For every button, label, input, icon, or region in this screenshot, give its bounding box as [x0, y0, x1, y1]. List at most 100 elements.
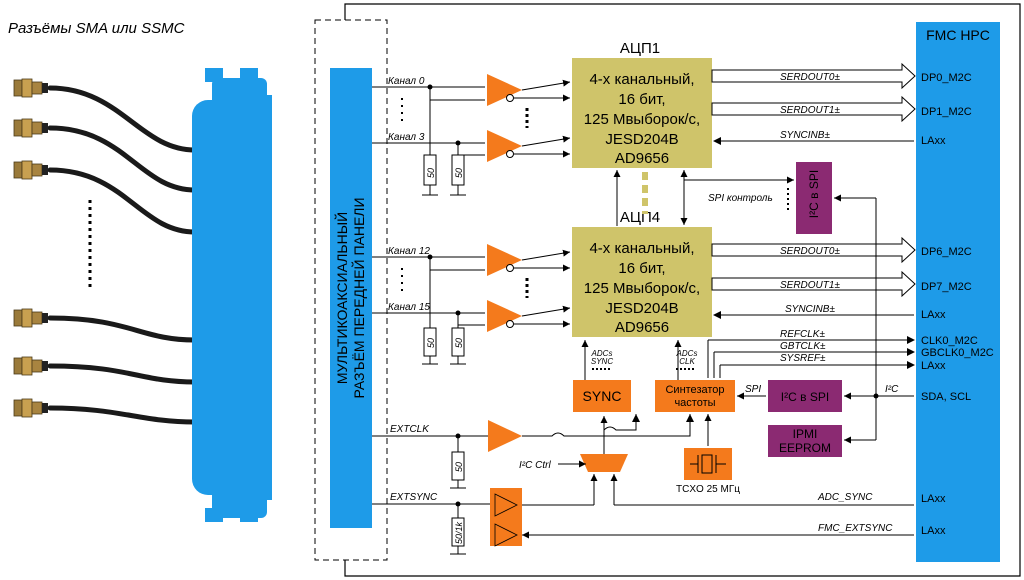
synth-label: Синтезатор	[665, 384, 724, 396]
adc1-line: 16 бит,	[618, 91, 665, 108]
i2c-to-spi-label: I²C в SPI	[781, 390, 829, 404]
signal-label: SERDOUT0±	[780, 72, 840, 83]
fmc-port: CLK0_M2C	[921, 335, 978, 347]
amplifier-icon	[487, 244, 522, 276]
resistor-value: 50	[454, 462, 464, 472]
signal-label: SYNCINB±	[780, 130, 830, 141]
channel-label: Канал 0	[388, 76, 425, 87]
spi-label: SPI	[745, 384, 761, 395]
front-panel-connector	[330, 68, 372, 528]
fmc-port: DP7_M2C	[921, 281, 972, 293]
channel-label: Канал 15	[388, 302, 430, 313]
i2c-ctrl-label: I²C Ctrl	[519, 460, 551, 471]
amplifier-icon	[487, 300, 522, 332]
adc4-line: 4-х канальный,	[589, 240, 694, 257]
amplifier-icon	[487, 130, 522, 162]
fmc-port: DP1_M2C	[921, 106, 972, 118]
resistor-value: 50/1k	[454, 521, 464, 544]
tcxo-label: TCXO 25 МГц	[676, 484, 740, 495]
ipmi-label: IPMI	[793, 427, 818, 441]
adc1-label: АЦП1	[620, 40, 660, 57]
mux-icon	[580, 454, 628, 472]
amplifier-icon	[487, 74, 522, 106]
adc4-line: JESD204B	[605, 300, 678, 317]
adc1-line: JESD204B	[605, 131, 678, 148]
sma-connector-icon	[13, 78, 49, 98]
front-panel-label-1: МУЛЬТИКОАКСИАЛЬНЫЙ	[333, 212, 350, 384]
signal-label: GBTCLK±	[780, 341, 826, 352]
serdes-arrows-adc4	[711, 236, 916, 298]
sma-connector-icon	[13, 356, 49, 376]
signal-label: SYNCINB±	[785, 304, 835, 315]
signal-label: SYSREF±	[780, 353, 826, 364]
sma-connector-icon	[13, 308, 49, 328]
sync-block	[573, 380, 631, 412]
extsync-label: EXTSYNC	[390, 492, 438, 503]
sma-connector-icon	[13, 118, 49, 138]
adc1-line: 125 Мвыборок/с,	[584, 111, 700, 128]
sma-connector-icon	[13, 160, 49, 180]
spi-control-label: SPI контроль	[708, 193, 773, 204]
extclk-wiring	[372, 414, 691, 489]
fmc-port: SDA, SCL	[921, 391, 971, 403]
fmc-port: LAxx	[921, 360, 946, 372]
spi-control-wiring	[613, 170, 877, 440]
signal-label: SERDOUT1±	[780, 105, 840, 116]
i2c-to-spi-block	[768, 380, 842, 412]
signal-label: SERDOUT1±	[780, 280, 840, 291]
fmc-port: LAxx	[921, 135, 946, 147]
adcs-clk-label: ADCs	[676, 349, 698, 358]
adcs-clk-label: CLK	[679, 357, 695, 366]
clock-lines	[707, 336, 915, 378]
i2c-to-spi-label: I²C в SPI	[807, 170, 821, 218]
fmc-title: FMC HPC	[926, 27, 990, 43]
junction-dot	[455, 140, 461, 146]
fmc-extsync-label: FMC_EXTSYNC	[818, 523, 893, 534]
title-text: Разъёмы SMA или SSMC	[8, 20, 185, 37]
adc4-label: АЦП4	[620, 209, 660, 226]
ipmi-label: EEPROM	[779, 441, 831, 455]
adc1-line: AD9656	[615, 150, 669, 167]
signal-label: SERDOUT0±	[780, 246, 840, 257]
fmc-port: GBCLK0_M2C	[921, 347, 994, 359]
amplifier-icon	[488, 420, 522, 452]
adc1-block	[572, 58, 712, 168]
extclk-label: EXTCLK	[390, 424, 430, 435]
fmc-port: LAxx	[921, 525, 946, 537]
cable-connector-icon	[192, 68, 272, 522]
synth-label: частоты	[674, 397, 715, 409]
i2c-to-spi-block-vertical	[796, 162, 832, 234]
adc1-input-wiring	[372, 86, 485, 196]
extsync-wiring	[372, 503, 914, 555]
sma-connector-icon	[13, 398, 49, 418]
junction-dot	[427, 84, 433, 90]
resistor-value: 50	[454, 338, 464, 348]
adc1-line: 4-х канальный,	[589, 71, 694, 88]
serdes-arrows-adc1	[711, 62, 916, 123]
sync-block-label: SYNC	[583, 388, 622, 404]
channel-label: Канал 12	[388, 246, 430, 257]
fmc-port: DP6_M2C	[921, 246, 972, 258]
adcs-sync-label: SYNC	[591, 357, 613, 366]
adc4-line: 16 бит,	[618, 260, 665, 277]
resistor-value: 50	[426, 168, 436, 178]
resistor-value: 50	[426, 338, 436, 348]
front-panel-label-2: РАЗЪЁМ ПЕРЕДНЕЙ ПАНЕЛИ	[350, 197, 367, 398]
sma-connectors	[13, 78, 49, 418]
adc-sync-label: ADC_SYNC	[817, 492, 873, 503]
i2c-label: I²C	[885, 384, 899, 395]
channel-label: Канал 3	[388, 132, 425, 143]
fmc-port: DP0_M2C	[921, 72, 972, 84]
signal-label: REFCLK±	[780, 329, 825, 340]
adc4-line: 125 Мвыборок/с,	[584, 280, 700, 297]
fmc-hpc-bar	[916, 22, 1000, 562]
buffer-icon	[490, 488, 522, 547]
crystal-icon	[690, 454, 726, 474]
fmc-port: LAxx	[921, 309, 946, 321]
adc4-line: AD9656	[615, 319, 669, 336]
resistor-value: 50	[454, 168, 464, 178]
ipmi-eeprom-block	[768, 425, 842, 457]
coax-cables	[47, 85, 198, 425]
fmc-port: LAxx	[921, 493, 946, 505]
